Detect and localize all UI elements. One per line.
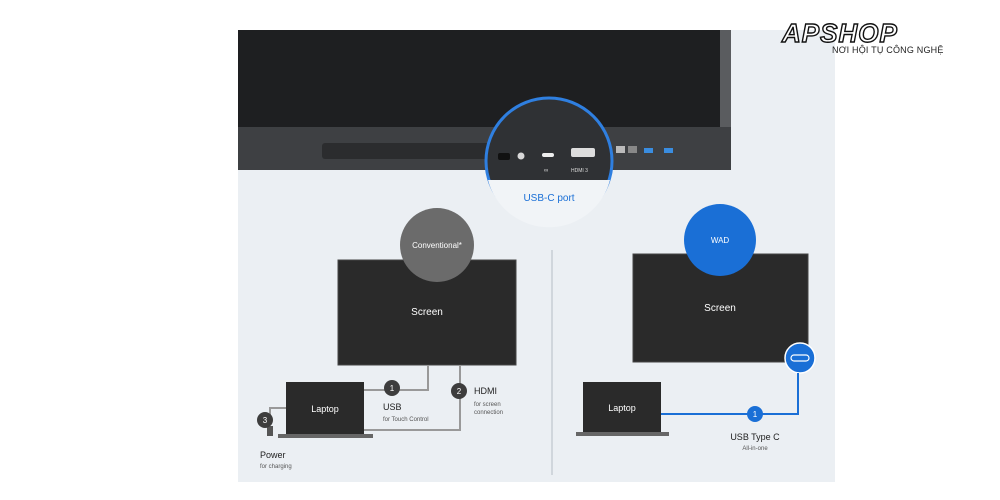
illustration-panel: ∞ HDMI 3 USB-C port Screen Conventional*…: [238, 30, 835, 482]
wad-laptop-screen: [583, 382, 661, 434]
wad-step-1-title: USB Type C: [730, 432, 780, 442]
step-1-title: USB: [383, 402, 402, 412]
hdmi-port-label: HDMI 3: [571, 168, 588, 174]
step-3-title: Power: [260, 450, 286, 460]
step-2-number: 2: [457, 387, 462, 396]
step-2-subtitle-part-1: for screen: [474, 402, 501, 408]
top-display-glass: [238, 30, 720, 127]
power-cable: [269, 407, 286, 416]
speaker-grille: [322, 143, 492, 159]
step-1-marker: [384, 380, 400, 396]
power-plug-icon: [267, 426, 273, 436]
wad-step-1-marker: [747, 406, 763, 422]
usb-type-c-cable: [661, 373, 799, 415]
step-2-marker: [451, 383, 467, 399]
wad-laptop-label: Laptop: [608, 403, 636, 413]
usb-c-port-marker: [784, 342, 816, 374]
conventional-laptop-base: [278, 434, 373, 438]
step-1-subtitle: for Touch Control: [383, 417, 429, 423]
step-3-marker: [257, 412, 273, 428]
usb-c-port-label: USB-C port: [523, 193, 574, 204]
conventional-badge: [400, 208, 474, 282]
step-3-subtitle: for charging: [260, 464, 292, 470]
conventional-laptop-screen: [286, 382, 364, 435]
connection-diagram: ∞ HDMI 3 USB-C port Screen Conventional*…: [238, 30, 816, 475]
step-2-subtitle: for screen connection: [474, 402, 503, 416]
port-dot-2: [517, 152, 525, 160]
wad-step-1-number: 1: [753, 410, 758, 419]
step-2-title: HDMI: [474, 386, 497, 396]
wad-laptop-base: [576, 432, 669, 436]
logo-brand: APSHOP: [781, 17, 898, 48]
hdmi-port-icon: [571, 148, 595, 157]
step-2-subtitle-part-2: connection: [474, 410, 503, 416]
port-dot-1: [498, 153, 510, 160]
step-3-number: 3: [263, 416, 268, 425]
wad-step-1-subtitle: All-in-one: [742, 446, 768, 452]
step-1-number: 1: [390, 384, 395, 393]
conventional-badge-label: Conventional*: [412, 241, 462, 250]
wad-badge-label: WAD: [711, 236, 730, 245]
conventional-laptop-label: Laptop: [311, 404, 339, 414]
callout-label-area: [488, 180, 610, 228]
link-glyph: ∞: [544, 168, 548, 174]
port-row: [616, 146, 673, 153]
apshop-logo: APSHOP NƠI HỘI TỤ CÔNG NGHỆ: [780, 17, 965, 63]
conventional-screen-label: Screen: [411, 307, 443, 318]
usb-c-connector-icon: [790, 354, 810, 362]
wad-screen-label: Screen: [704, 303, 736, 314]
wad-badge: [684, 204, 756, 276]
usb-c-port-icon: [542, 153, 554, 157]
logo-tagline: NƠI HỘI TỤ CÔNG NGHỆ: [832, 45, 944, 55]
